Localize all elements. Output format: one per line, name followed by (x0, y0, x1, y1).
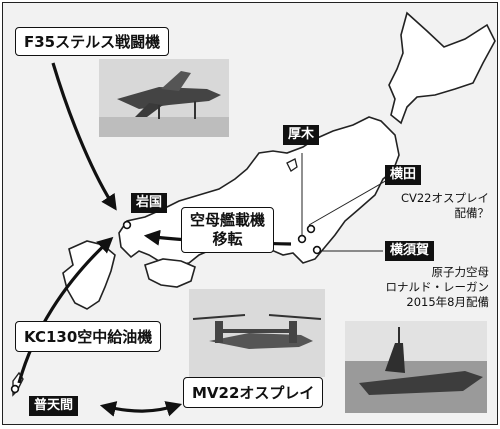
yokosuka-note-line1: 原子力空母 (431, 265, 490, 279)
shikoku-land (144, 258, 196, 288)
f35-label-box: F35ステルス戦闘機 (15, 27, 170, 56)
kc130-label-box: KC130空中給油機 (15, 321, 162, 352)
mv22-osprey-photo (189, 289, 325, 377)
yokosuka-note-line2: ロナルド・レーガン (385, 280, 490, 294)
carrier-wing-label-line1: 空母艦載機 (190, 211, 266, 229)
yokosuka-tag: 横須賀 (385, 241, 435, 261)
mv22-label: MV22オスプレイ (192, 384, 315, 402)
f35-route-arrow (51, 62, 117, 211)
map-frame: F35ステルス戦闘機 空母艦載機 移転 岩国 厚木 横田 横須賀 普天間 CV2… (2, 2, 498, 425)
yokota-note-line1: CV22オスプレイ (400, 191, 489, 205)
mv22-route-arrow (99, 401, 183, 417)
kc130-label: KC130空中給油機 (24, 328, 153, 346)
f35-jet-photo (99, 59, 229, 137)
carrier-wing-label-line2: 移転 (212, 230, 243, 248)
hokkaido-land (388, 11, 496, 125)
sado-island (286, 158, 298, 172)
aircraft-carrier-photo (345, 321, 487, 413)
futenma-tag: 普天間 (29, 396, 79, 416)
yokota-note: CV22オスプレイ 配備？ (401, 191, 489, 221)
mv22-label-box: MV22オスプレイ (183, 377, 324, 408)
yokota-tag: 横田 (385, 165, 422, 185)
iwakuni-tag: 岩国 (131, 193, 168, 213)
carrier-wing-label-box: 空母艦載機 移転 (181, 207, 275, 253)
atsugi-tag: 厚木 (283, 125, 320, 145)
iwakuni-marker (122, 220, 132, 230)
f35-label: F35ステルス戦闘機 (24, 33, 161, 51)
kc130-route-arrow (17, 236, 114, 384)
atsugi-marker (297, 234, 307, 244)
kyushu-land (62, 240, 116, 310)
yokosuka-marker (312, 245, 322, 255)
yokosuka-note: 原子力空母 ロナルド・レーガン 2015年8月配備 (386, 265, 490, 310)
futenma-marker (10, 384, 20, 394)
yokosuka-note-line3: 2015年8月配備 (406, 295, 489, 309)
yokota-note-line2: 配備？ (454, 206, 490, 220)
yokota-marker (306, 224, 316, 234)
